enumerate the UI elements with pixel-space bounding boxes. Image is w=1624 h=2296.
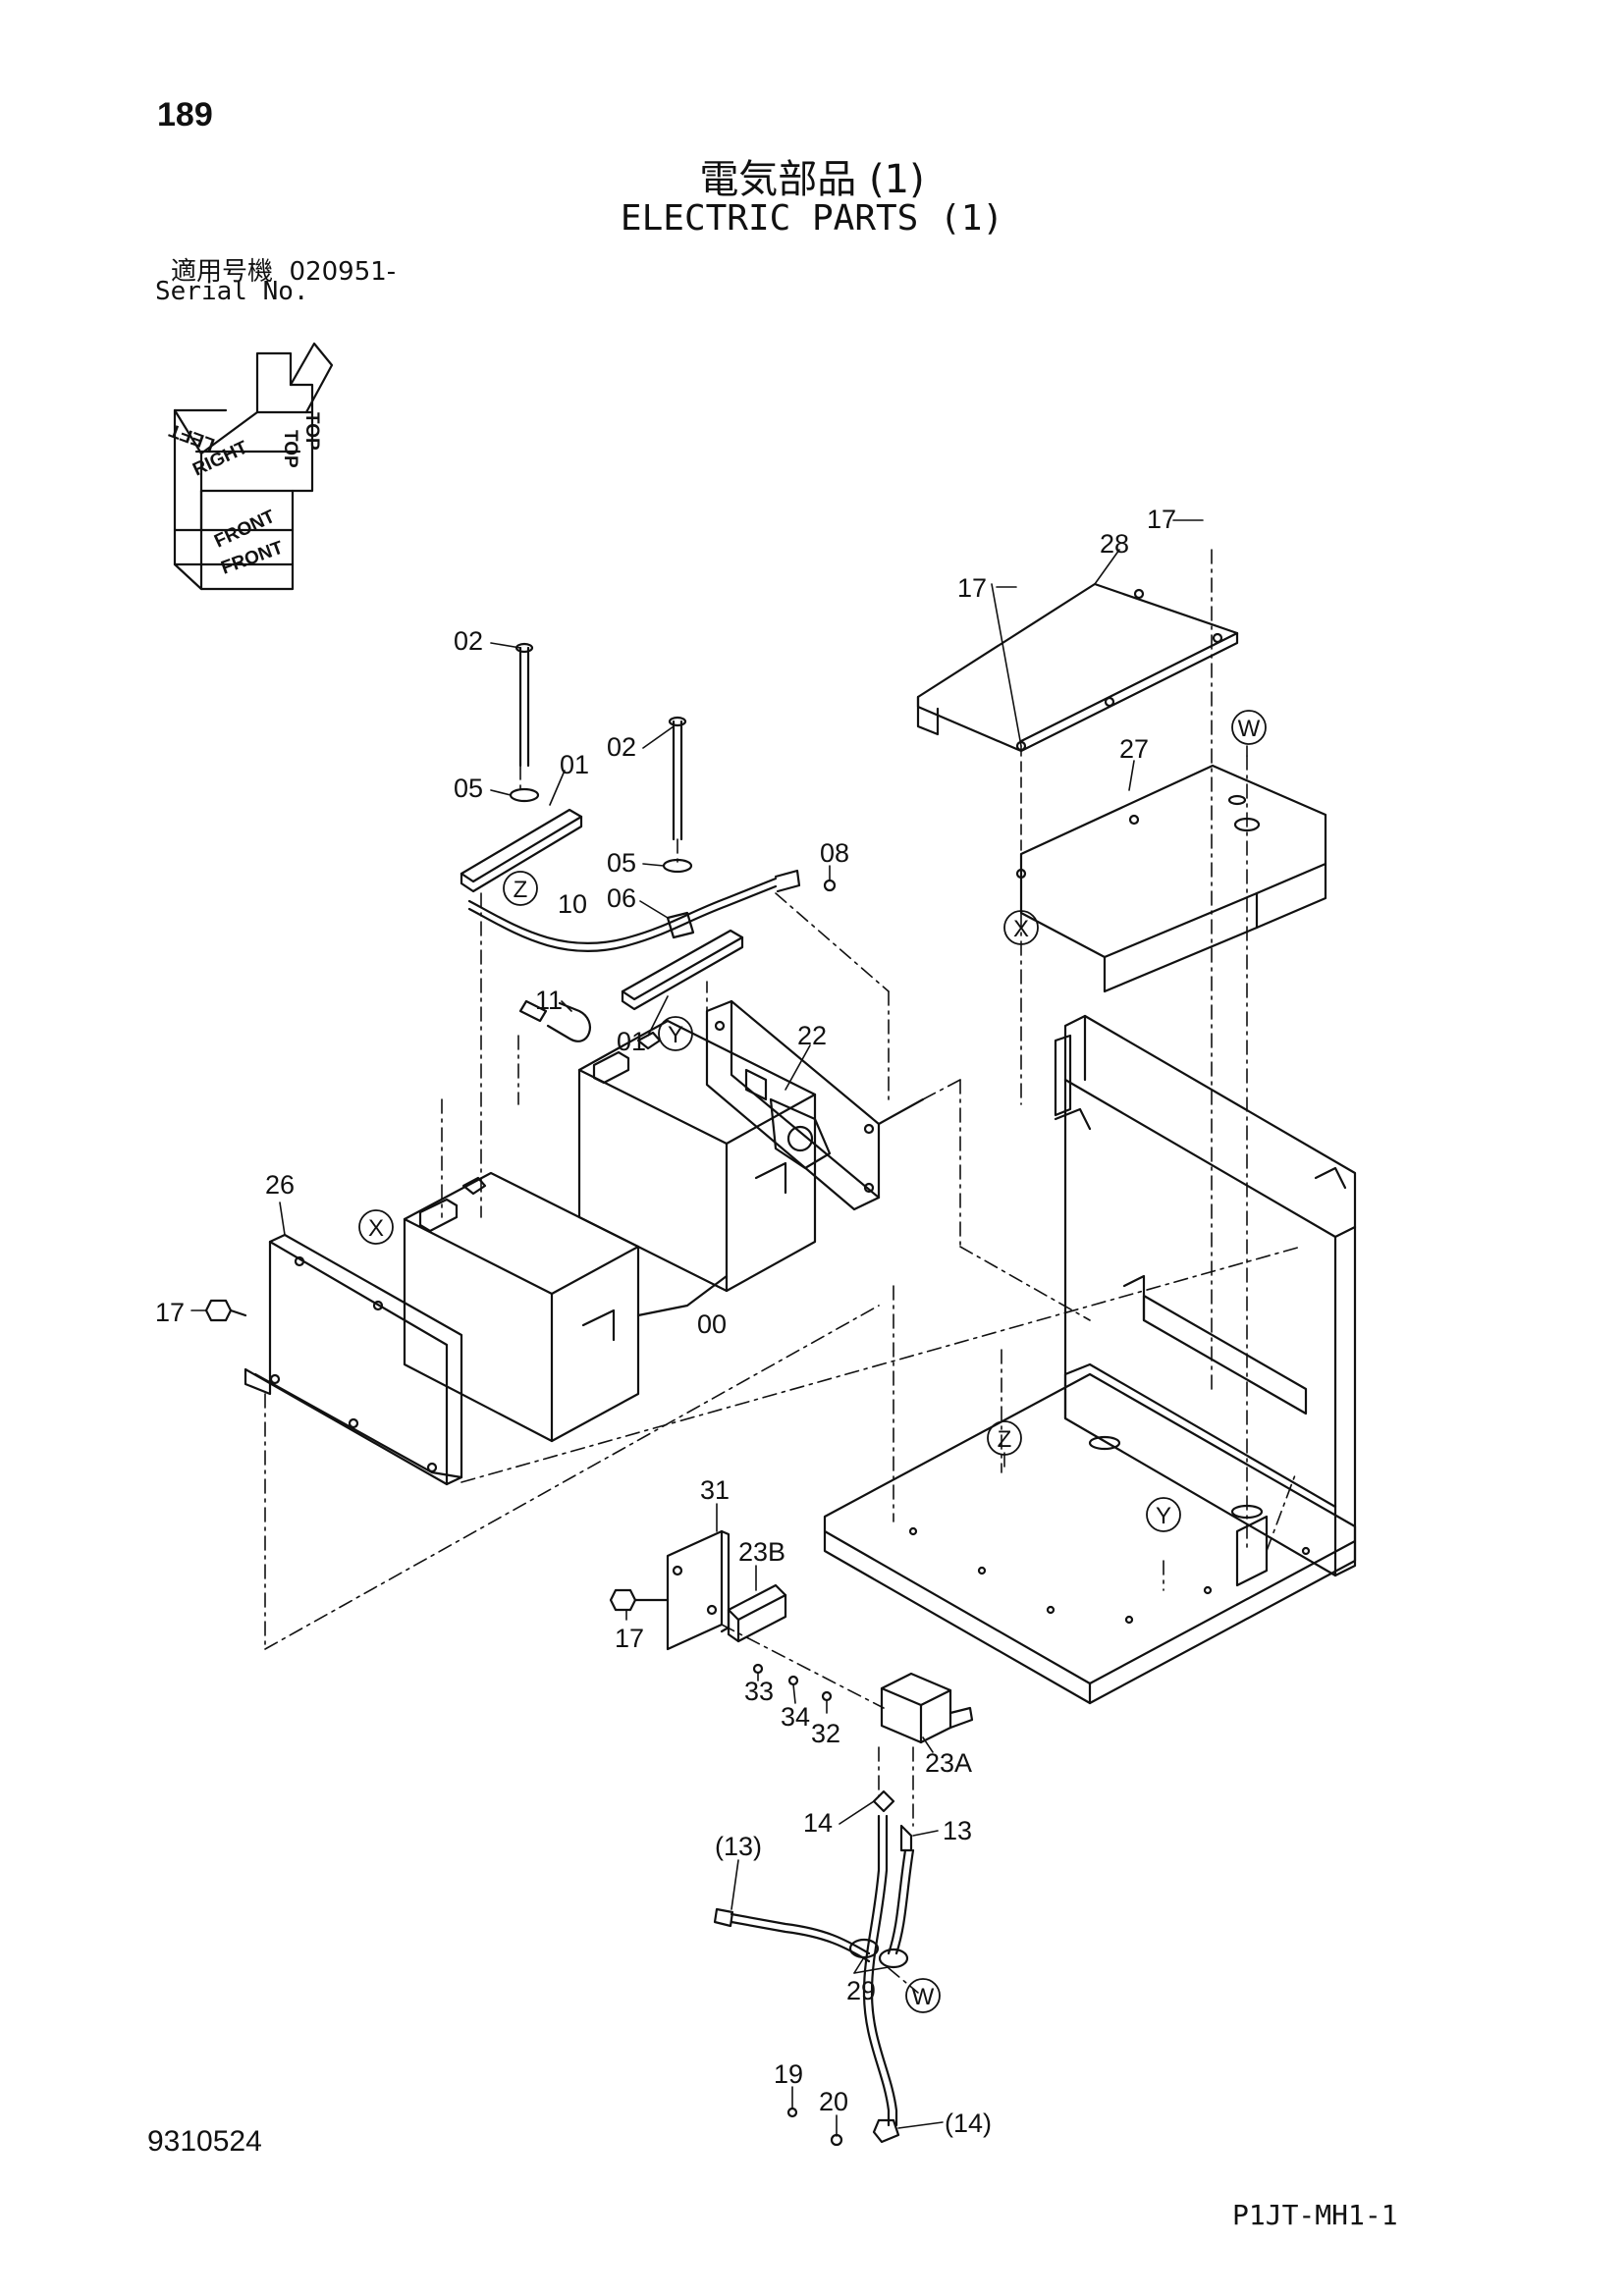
label-26: 26	[265, 1170, 295, 1200]
label-00: 00	[697, 1309, 727, 1339]
label-32: 32	[811, 1719, 840, 1748]
label-02-right: 02	[607, 732, 636, 762]
label-20: 20	[819, 2087, 848, 2116]
figure-code: P1JT-MH1-1	[1232, 2199, 1398, 2231]
label-05-right: 05	[607, 848, 636, 878]
battery-hold-down-parts	[460, 642, 837, 1042]
label-06: 06	[607, 883, 636, 913]
label-11: 11	[535, 986, 563, 1015]
label-13-ref: (13)	[715, 1832, 762, 1861]
label-17-cover-28-right: 17	[1147, 505, 1176, 534]
label-14-ref: (14)	[945, 2109, 992, 2138]
label-23a: 23A	[925, 1748, 972, 1778]
label-02-left: 02	[454, 626, 483, 656]
alignment-lines	[264, 549, 1302, 1994]
label-14: 14	[803, 1808, 833, 1838]
ref-w-top: W	[1238, 716, 1261, 742]
label-05-left: 05	[454, 774, 483, 803]
ref-w-cable: W	[912, 1984, 935, 2010]
label-13: 13	[943, 1816, 972, 1845]
label-23b: 23B	[738, 1537, 785, 1567]
label-01-upper: 01	[560, 750, 589, 779]
page-number: 189	[157, 96, 213, 133]
label-17-bracket: 17	[615, 1624, 644, 1653]
batteries	[403, 1019, 817, 1443]
label-01-lower: 01	[617, 1027, 646, 1056]
label-10: 10	[558, 889, 587, 919]
ref-z-frame: Z	[998, 1426, 1012, 1453]
ref-y-frame: Y	[1156, 1503, 1171, 1529]
label-31: 31	[700, 1475, 730, 1505]
part-number-labels: 02 02 05 05 01 01 10 06 08 11 22 26 17 1…	[155, 505, 1176, 2138]
orientation-top-2: TOP	[280, 430, 300, 468]
reference-marker-letters: Z Z Y Y X X W W	[368, 716, 1261, 2010]
label-17-cover-28-left: 17	[957, 573, 987, 603]
battery-box-frame	[823, 1014, 1357, 1705]
reference-circles	[358, 710, 1267, 2013]
label-33: 33	[744, 1677, 774, 1706]
ref-z-battery: Z	[514, 877, 528, 903]
top-covers	[916, 582, 1327, 993]
label-08: 08	[820, 838, 849, 868]
page-title-japanese: 電気部品 (1)	[699, 157, 925, 202]
page-title-english: ELECTRIC PARTS (1)	[620, 198, 1004, 239]
orientation-indicator	[173, 342, 334, 591]
label-19: 19	[774, 2059, 803, 2089]
ref-x-cover: X	[368, 1215, 384, 1242]
document-number: 9310524	[147, 2125, 262, 2158]
leader-lines	[190, 519, 1204, 2137]
label-17-cover: 17	[155, 1298, 185, 1327]
orientation-top: TOP	[301, 412, 322, 451]
ref-x-top: X	[1013, 916, 1029, 942]
relay-panel	[705, 999, 925, 1211]
battery-cover	[204, 1233, 463, 1486]
label-28: 28	[1100, 529, 1129, 559]
orientation-labels: TOP LEFT RIGHT FRONT TOP FRONT	[167, 412, 322, 579]
label-27: 27	[1119, 734, 1149, 764]
label-22: 22	[797, 1021, 827, 1050]
serial-label-english: Serial No.	[155, 277, 309, 306]
label-34: 34	[781, 1702, 810, 1732]
ref-y-battery: Y	[668, 1022, 683, 1048]
serial-label-japanese: 適用号機 020951-	[171, 257, 397, 287]
relay-bracket-assembly	[609, 1529, 974, 2147]
label-29: 29	[846, 1976, 876, 2005]
